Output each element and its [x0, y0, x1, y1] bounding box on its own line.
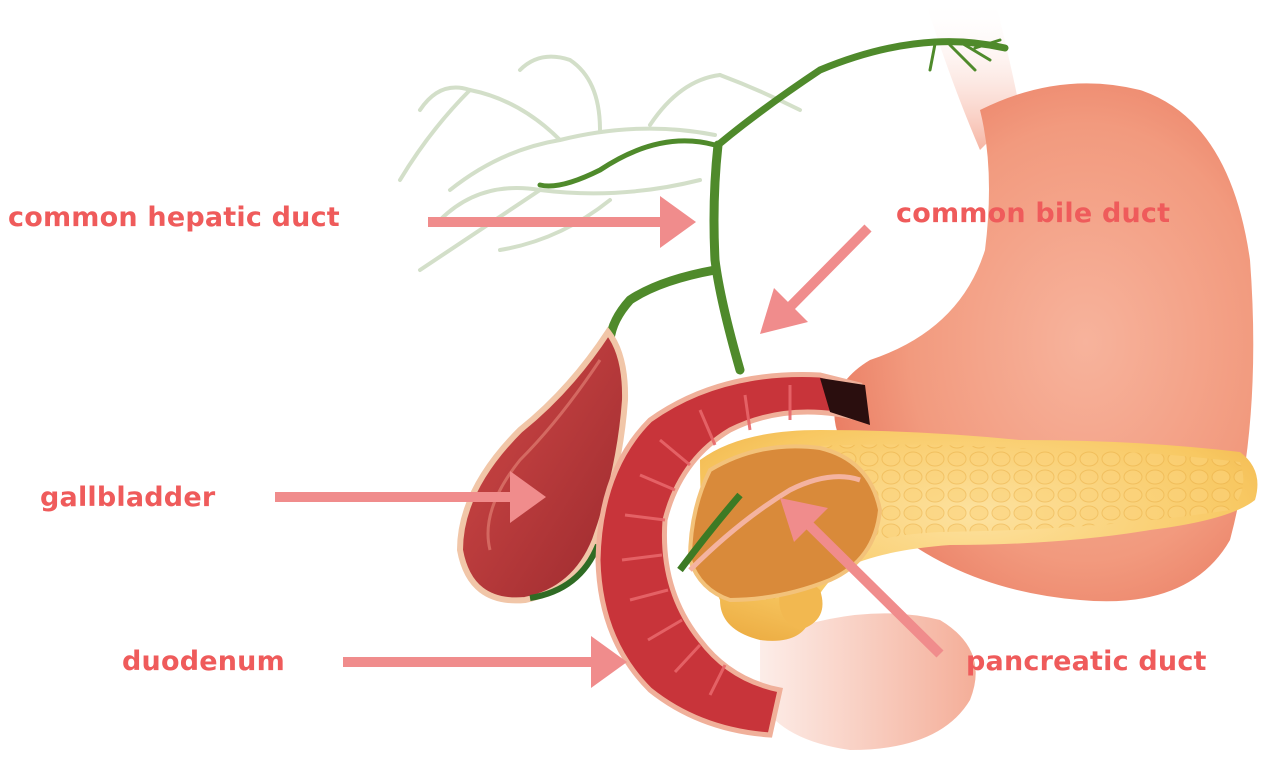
- label-common-hepatic-duct: common hepatic duct: [8, 202, 340, 233]
- label-gallbladder: gallbladder: [40, 482, 215, 513]
- label-duodenum: duodenum: [122, 646, 285, 677]
- arrow-duodenum: [343, 636, 627, 688]
- intrahepatic-ducts: [400, 57, 800, 270]
- arrow-common-bile-duct: [760, 228, 868, 334]
- label-pancreatic-duct: pancreatic duct: [966, 646, 1207, 677]
- label-common-bile-duct: common bile duct: [896, 198, 1170, 229]
